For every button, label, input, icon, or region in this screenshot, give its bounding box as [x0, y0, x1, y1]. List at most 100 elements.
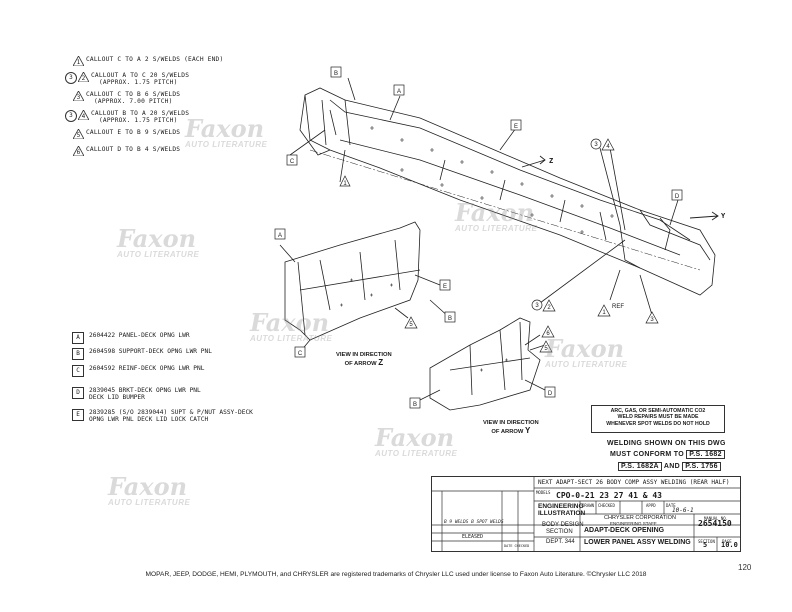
- part-key-box: D: [72, 387, 84, 399]
- view-y-line2: OF ARROW: [491, 429, 524, 435]
- svg-text:5: 5: [409, 322, 413, 328]
- weld-triangle-icon: 3: [73, 91, 84, 101]
- callout-item: 6 CALLOUT D TO B 4 S/WELDS: [73, 146, 180, 156]
- svg-text:B: B: [448, 316, 452, 322]
- callout-text: CALLOUT E TO B 9 S/WELDS: [86, 129, 181, 136]
- svg-text:B: B: [413, 402, 417, 408]
- eng-illustration-1: ENGINEERING: [538, 503, 584, 510]
- ps-spec-3: P.S. 1756: [682, 462, 721, 471]
- welding-standard-line2: MUST CONFORM TO P.S. 1682: [610, 450, 725, 459]
- weld-triangle-icon: 2: [78, 72, 89, 82]
- eng-staff: ENGINEERING STAFF: [610, 521, 657, 526]
- part-key-box: A: [72, 332, 84, 344]
- legend-item: E 2839285 (S/O 2839044) SUPT & P/NUT ASSY…: [72, 409, 253, 423]
- title-block: NEXT ADAPT-SECT 26 BODY COMP ASSY WELDIN…: [431, 476, 741, 552]
- svg-text:2: 2: [547, 305, 551, 311]
- svg-text:6: 6: [546, 331, 550, 337]
- note-circle-icon: 3: [65, 72, 77, 84]
- weld-triangle-icon: 5: [73, 129, 84, 139]
- models-label: MODELS: [536, 490, 551, 495]
- callout-item: 5 CALLOUT E TO B 9 S/WELDS: [73, 129, 180, 139]
- view-z-letter: Z: [378, 358, 384, 367]
- drawn-label: DRAWN: [582, 503, 595, 508]
- body-design-1: BODY DESIGN: [542, 522, 584, 528]
- part-key-box: E: [72, 409, 84, 421]
- models-value: CPO-0-21 23 27 41 & 43: [556, 491, 662, 500]
- date-label: DATE: [666, 503, 676, 508]
- body-design-2: SECTION: [546, 529, 573, 535]
- legend-item: A 2604422 PANEL-DECK OPNG LWR: [72, 332, 190, 344]
- ps-spec-2: P.S. 1682A: [618, 462, 662, 471]
- weld-triangle-icon: 4: [78, 110, 89, 120]
- view-z-line1: VIEW IN DIRECTION: [336, 352, 392, 358]
- arrow-y-label: Y: [721, 212, 726, 220]
- date-value: 10-6-1: [672, 507, 694, 514]
- legend-text: 2839285 (S/O 2839044) SUPT & P/NUT ASSY-…: [89, 409, 253, 416]
- section-value: 5: [703, 541, 708, 549]
- corporation: CHRYSLER CORPORATION: [604, 515, 676, 521]
- svg-text:D: D: [675, 194, 680, 200]
- title-block-grid: [432, 477, 740, 551]
- svg-text:E: E: [443, 284, 447, 290]
- view-y-caption: VIEW IN DIRECTION OF ARROW Y: [483, 420, 539, 436]
- notice-line: ARC, GAS, OR SEMI-AUTOMATIC CO2: [610, 408, 706, 414]
- page-number: 120: [738, 563, 752, 572]
- page-value: 10.0: [721, 541, 738, 549]
- svg-text:3: 3: [535, 303, 539, 309]
- notice-line: WELD REPAIRS MUST BE MADE: [617, 414, 699, 421]
- svg-text:1: 1: [343, 181, 347, 187]
- released-stamp: ELEASED: [462, 534, 484, 540]
- callout-item: 1 CALLOUT C TO A 2 S/WELDS (EACH END): [73, 56, 223, 66]
- appd-label: APPD: [646, 503, 656, 508]
- svg-text:3: 3: [650, 317, 654, 323]
- callout-item: 3 CALLOUT C TO B 6 S/WELDS(APPROX. 7.00 …: [73, 91, 180, 105]
- svg-text:1: 1: [602, 310, 606, 316]
- callout-text: CALLOUT B TO A 20 S/WELDS: [91, 110, 190, 117]
- svg-text:A: A: [397, 89, 401, 95]
- next-assembly: NEXT ADAPT-SECT 26 BODY COMP ASSY WELDIN…: [538, 479, 730, 486]
- ref-label: REF: [612, 304, 624, 310]
- callout-subtext: (APPROX. 7.00 PITCH): [94, 98, 173, 105]
- drawing-title-2: LOWER PANEL ASSY WELDING: [584, 539, 691, 546]
- legend-text: 2839045 BRKT-DECK OPNG LWR PNL: [89, 387, 201, 394]
- trademark-footer: MOPAR, JEEP, DODGE, HEMI, PLYMOUTH, and …: [145, 571, 647, 578]
- legend-text: 2604598 SUPPORT-DECK OPNG LWR PNL: [89, 348, 212, 355]
- dept: DEPT. 344: [546, 539, 575, 545]
- svg-text:E: E: [514, 124, 518, 130]
- svg-text:4: 4: [606, 144, 610, 150]
- view-z-caption: VIEW IN DIRECTION OF ARROW Z: [336, 352, 392, 368]
- ps-spec-1: P.S. 1682: [686, 450, 725, 459]
- callout-subtext: (APPROX. 1.75 PITCH): [99, 117, 178, 124]
- date-checked-label: DATE CHECKED: [504, 544, 530, 548]
- notice-line: WHENEVER SPOT WELDS DO NOT HOLD: [606, 420, 710, 427]
- view-z-line2: OF ARROW: [344, 361, 377, 367]
- view-y-line1: VIEW IN DIRECTION: [483, 420, 539, 426]
- checked-label: CHECKED: [598, 503, 615, 508]
- svg-text:C: C: [290, 159, 295, 165]
- weld-triangle-icon: 6: [73, 146, 84, 156]
- legend-subtext: DECK LID BUMPER: [89, 394, 145, 401]
- conform-prefix: MUST CONFORM TO: [610, 451, 684, 458]
- drawing-title-1: ADAPT-DECK OPENING: [584, 527, 665, 534]
- svg-text:A: A: [278, 233, 282, 239]
- callout-text: CALLOUT C TO A 2 S/WELDS (EACH END): [86, 56, 224, 63]
- section-label: SECTION: [698, 539, 715, 544]
- view-y-letter: Y: [525, 426, 531, 435]
- note-circle-icon: 3: [65, 110, 77, 122]
- svg-text:3: 3: [594, 142, 598, 148]
- legend-text: 2604422 PANEL-DECK OPNG LWR: [89, 332, 190, 339]
- svg-text:D: D: [548, 391, 553, 397]
- eng-illustration-2: ILLUSTRATION: [538, 510, 586, 517]
